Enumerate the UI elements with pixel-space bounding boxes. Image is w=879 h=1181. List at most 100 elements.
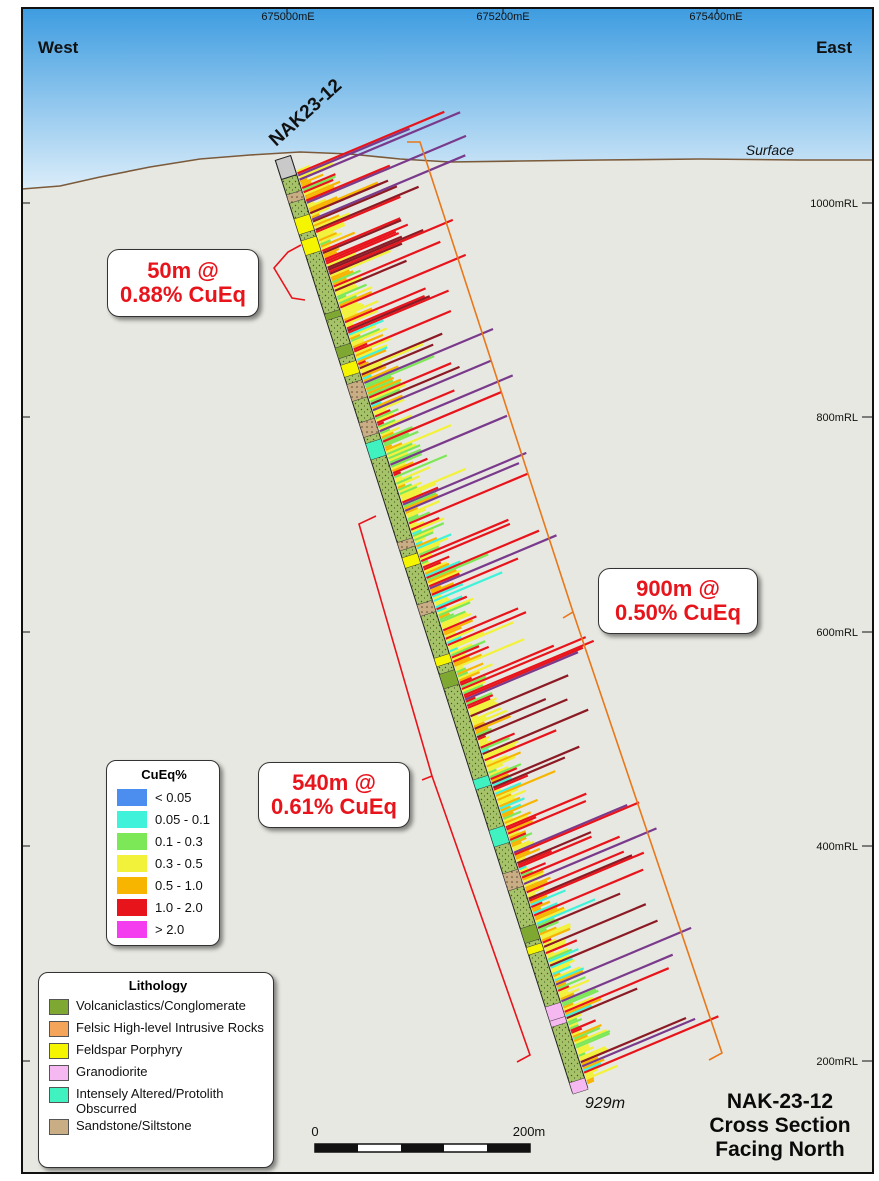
assay-bar: [304, 180, 341, 198]
cueq-legend-label: 0.1 - 0.3: [155, 833, 203, 849]
assay-bar: [489, 763, 522, 779]
assay-bar: [462, 683, 484, 695]
lithology-interval: [569, 1077, 589, 1095]
assay-bar: [335, 283, 356, 294]
figure-title-line: Cross Section: [709, 1114, 851, 1137]
assay-bar: [548, 954, 571, 965]
assay-bar: [452, 645, 490, 663]
assay-bar: [430, 585, 442, 592]
assay-bar: [488, 765, 509, 777]
assay-bar: [311, 154, 466, 221]
lithology-legend-item: Volcaniclastics/Conglomerate: [49, 998, 267, 1015]
assay-bar: [527, 892, 536, 898]
assay-bar: [397, 483, 413, 492]
assay-bar: [369, 383, 406, 401]
assay-bar: [380, 426, 401, 437]
assay-bar: [440, 610, 466, 624]
assay-bar: [467, 697, 491, 710]
assay-bar: [448, 621, 514, 651]
elevation-tick-label: 1000mRL: [810, 198, 858, 210]
assay-bar: [464, 651, 579, 701]
assay-bar: [576, 1043, 590, 1051]
assay-bar: [436, 595, 468, 611]
assay-bar: [572, 1023, 602, 1039]
assay-bar: [415, 540, 423, 546]
assay-bar: [462, 680, 486, 693]
assay-bar: [423, 561, 442, 571]
assay-bar: [444, 631, 456, 638]
assay-bar: [315, 195, 401, 234]
assay-bar: [361, 343, 434, 376]
assay-bar: [367, 378, 402, 395]
assay-bar: [450, 643, 473, 655]
drillhole-trace: [274, 154, 589, 1095]
assay-bar: [510, 832, 533, 844]
lithology-interval: [324, 309, 342, 321]
assay-bar: [417, 542, 441, 554]
assay-bar: [389, 448, 422, 464]
lithology-interval: [346, 379, 368, 402]
assay-bar: [325, 232, 400, 265]
assay-bar: [365, 376, 395, 391]
assay-bar: [481, 748, 490, 754]
assay-bar: [348, 319, 384, 336]
assay-bar: [314, 212, 350, 229]
assay-bar: [394, 475, 403, 481]
assay-bar: [422, 555, 450, 569]
intercept-callout-900m: 900m @ 0.50% CuEq: [598, 568, 758, 634]
assay-bar: [324, 223, 409, 261]
assay-bar: [311, 213, 320, 219]
assay-bar: [506, 819, 534, 833]
assay-bar: [546, 947, 569, 959]
figure-title-block: NAK-23-12 Cross Section Facing North: [690, 1090, 870, 1162]
assay-bar: [513, 803, 628, 854]
assay-bar: [349, 333, 361, 341]
lithology-interval: [502, 868, 524, 892]
assay-bar: [338, 294, 357, 305]
assay-bar: [425, 560, 461, 577]
scale-bar-end-label: 200m: [513, 1124, 546, 1139]
easting-tick-marks: [286, 8, 718, 14]
assay-bar: [428, 569, 462, 586]
assay-bar: [353, 342, 368, 351]
lithology-interval: [396, 537, 416, 552]
assay-bar: [534, 907, 558, 919]
assay-bar: [470, 714, 479, 720]
assay-bar: [511, 841, 522, 848]
lithology-legend-item: Granodiorite: [49, 1064, 267, 1081]
cueq-swatch: [117, 810, 147, 828]
assay-bar: [379, 428, 391, 435]
assay-bar: [584, 1068, 599, 1076]
assay-bar: [312, 185, 398, 223]
assay-bar: [450, 640, 486, 657]
assay-bar: [374, 409, 391, 418]
assay-bar: [395, 466, 431, 483]
assay-bar: [402, 451, 527, 506]
assay-bar: [364, 355, 435, 387]
assay-bar: [525, 880, 548, 892]
assay-bar: [484, 758, 492, 764]
elevation-tick-label: 600mRL: [816, 627, 858, 639]
assay-bar: [301, 173, 336, 190]
lithology-legend-label: Intensely Altered/Protolith Obscurred: [76, 1086, 224, 1116]
cueq-swatch: [117, 854, 147, 872]
lithology-legend-title: Lithology: [128, 978, 188, 993]
assay-bar: [396, 475, 420, 487]
assay-bar: [341, 302, 362, 313]
lithology-interval: [519, 923, 541, 944]
cueq-legend-label: 0.05 - 0.1: [155, 811, 210, 827]
assay-bar: [337, 286, 373, 303]
assay-bar: [333, 276, 362, 290]
assay-bar: [474, 715, 512, 733]
assay-bar: [303, 182, 330, 196]
assay-bar: [502, 810, 522, 821]
assay-bar: [454, 653, 482, 668]
assay-bar: [574, 1028, 608, 1045]
lithology-swatch: [49, 1065, 69, 1081]
cueq-swatch: [117, 920, 147, 938]
cueq-legend-item: 0.1 - 0.3: [117, 830, 211, 852]
assay-bar: [476, 698, 568, 739]
assay-bar: [571, 1030, 581, 1036]
assay-bar: [415, 536, 438, 548]
